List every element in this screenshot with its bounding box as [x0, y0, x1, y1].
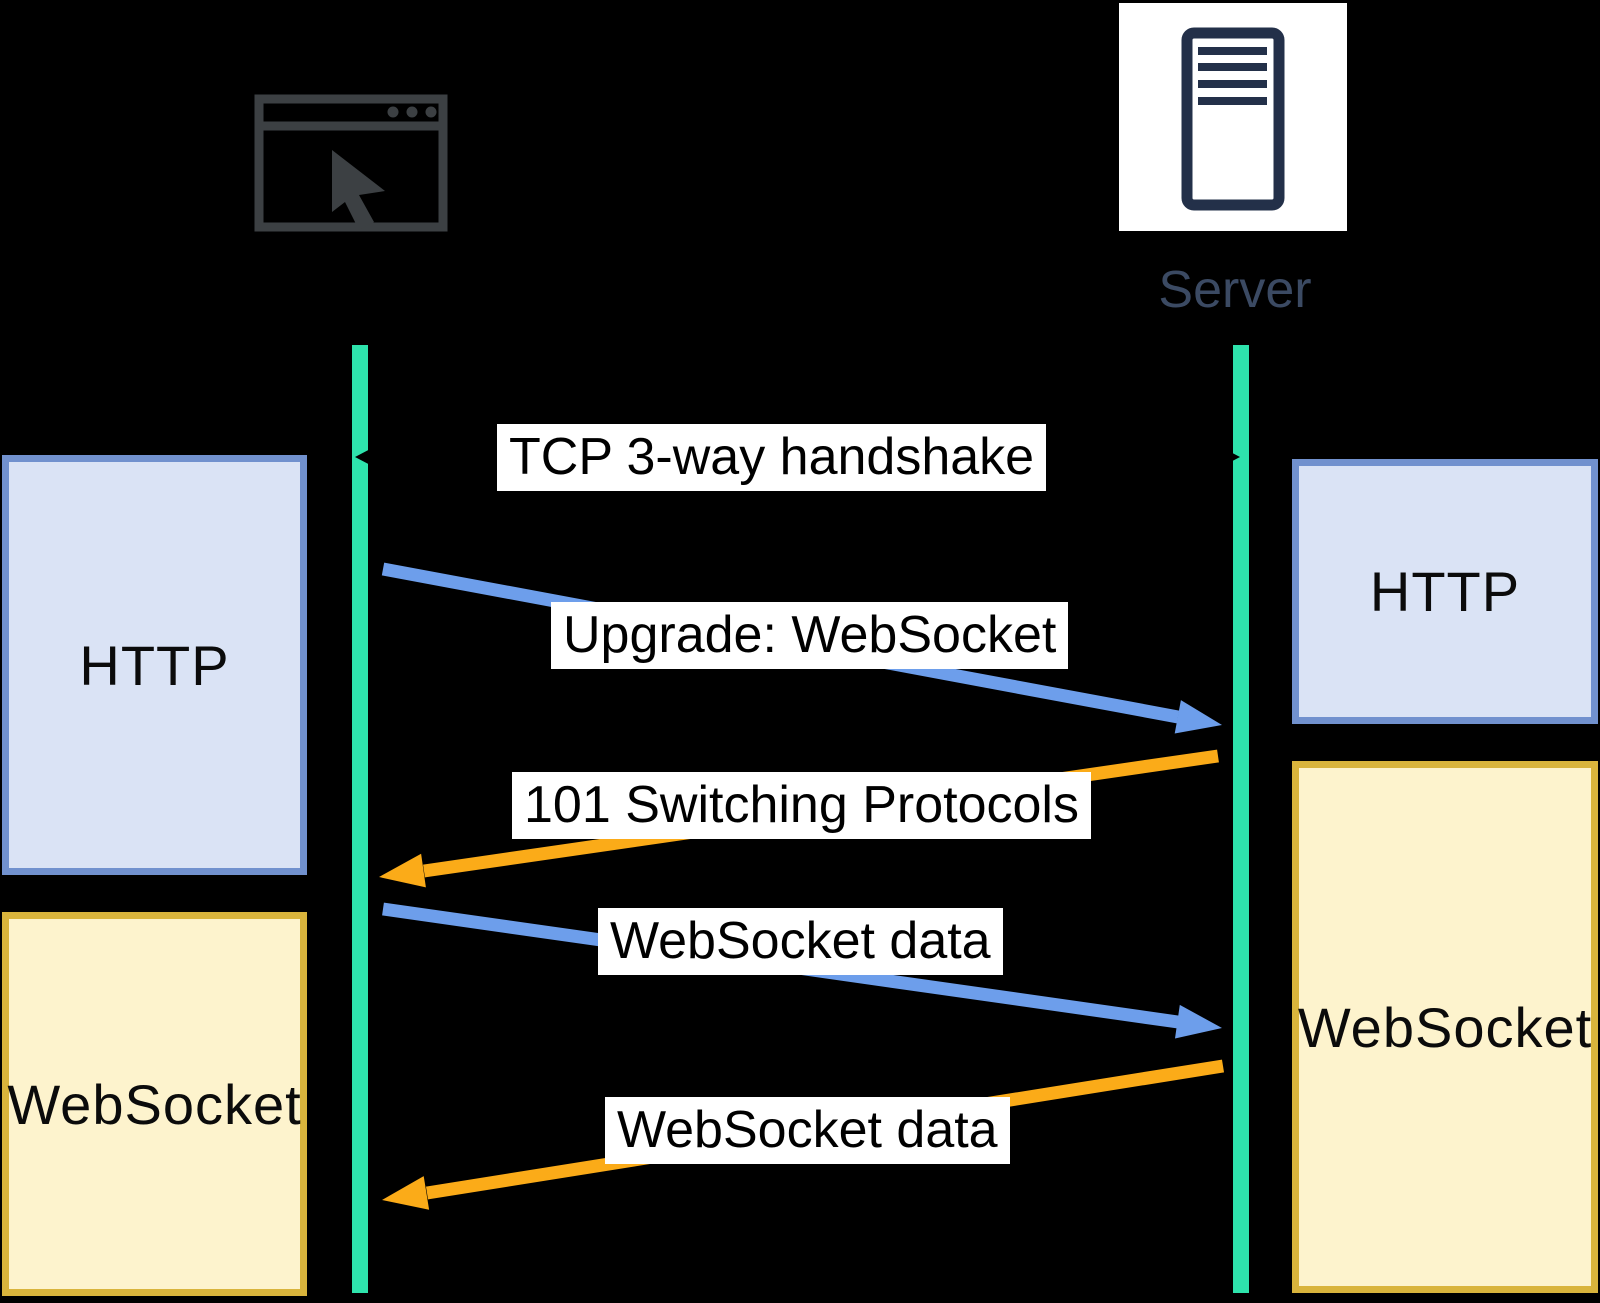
arrowhead-left-icon — [355, 446, 376, 468]
cursor-icon — [332, 150, 385, 230]
box-server-http: HTTP — [1292, 459, 1598, 724]
box-client-http-label: HTTP — [79, 633, 230, 697]
msg-label-websocket-data-1: WebSocket data — [598, 908, 1003, 975]
msg-label-websocket-data-2: WebSocket data — [605, 1097, 1010, 1164]
msg-label-switching-protocols: 101 Switching Protocols — [512, 772, 1091, 839]
box-server-websocket: WebSocket — [1292, 761, 1598, 1293]
msg-label-upgrade-websocket: Upgrade: WebSocket — [551, 602, 1069, 669]
box-server-websocket-label: WebSocket — [1297, 995, 1593, 1059]
arrowhead-left-icon — [379, 853, 426, 888]
arrowhead-right-icon — [1174, 700, 1222, 734]
client-lifeline — [352, 345, 368, 1293]
browser-window-icon — [254, 94, 448, 232]
arrowhead-left-icon — [382, 1176, 430, 1210]
box-client-http: HTTP — [2, 455, 307, 875]
server-tower-icon — [1181, 27, 1285, 211]
arrowhead-right-icon — [1219, 446, 1240, 468]
msg-label-tcp-handshake: TCP 3-way handshake — [497, 424, 1047, 491]
arrowhead-right-icon — [1175, 1004, 1222, 1039]
box-client-websocket-label: WebSocket — [7, 1072, 302, 1136]
server-icon — [1119, 3, 1347, 231]
box-client-websocket: WebSocket — [2, 912, 307, 1296]
server-lifeline — [1233, 345, 1249, 1293]
box-server-http-label: HTTP — [1369, 560, 1521, 623]
server-label: Server — [1158, 261, 1312, 319]
